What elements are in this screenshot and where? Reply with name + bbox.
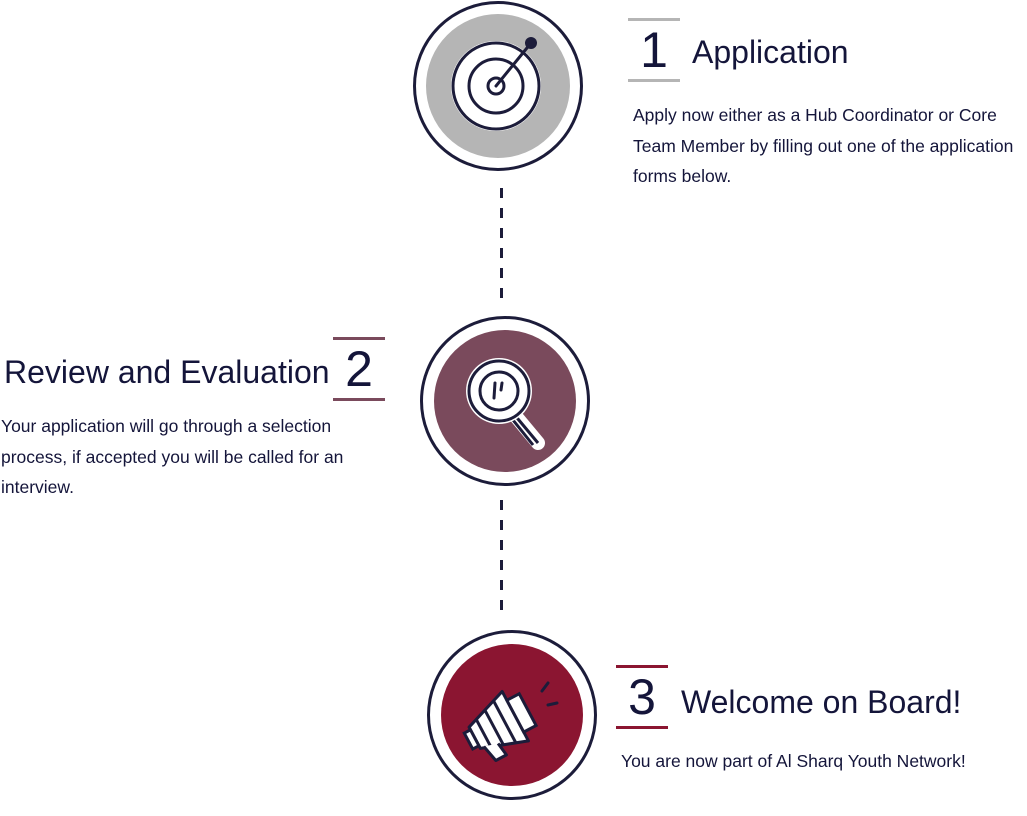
step-1-title: Application bbox=[692, 34, 849, 70]
step-1-circle bbox=[413, 1, 583, 171]
step-1-number: 1 bbox=[628, 18, 680, 82]
step-2-number: 2 bbox=[333, 337, 385, 401]
step-3-number: 3 bbox=[616, 665, 668, 729]
step-connector-1-2 bbox=[500, 188, 503, 300]
target-icon bbox=[451, 37, 541, 131]
step-2-circle bbox=[420, 316, 590, 486]
megaphone-icon bbox=[462, 681, 559, 763]
step-2-title: Review and Evaluation bbox=[4, 354, 330, 390]
step-connector-2-3 bbox=[500, 500, 503, 612]
magnifier-icon bbox=[466, 358, 545, 450]
step-3-circle bbox=[427, 630, 597, 800]
step-2-description: Your application will go through a selec… bbox=[1, 416, 344, 497]
step-1-description: Apply now either as a Hub Coordinator or… bbox=[633, 105, 1014, 186]
step-3-title: Welcome on Board! bbox=[681, 684, 962, 720]
step-3-description: You are now part of Al Sharq Youth Netwo… bbox=[621, 751, 966, 771]
